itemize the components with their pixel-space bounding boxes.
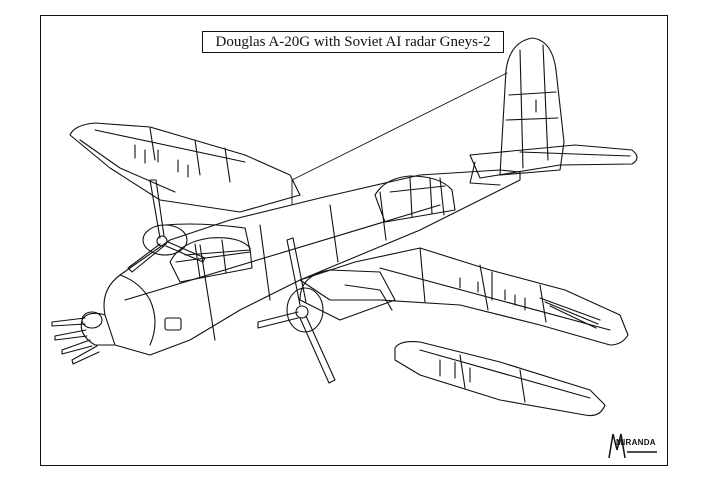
near-wing <box>299 247 629 346</box>
near-wing-antennas <box>459 271 526 311</box>
logo-text: MIRANDA <box>616 438 656 447</box>
fuselage <box>103 169 521 356</box>
nose-section <box>51 311 116 365</box>
cockpit-canopy <box>169 237 253 283</box>
radar-wire-antenna <box>291 72 508 206</box>
left-propeller <box>127 179 206 273</box>
detached-wing-view <box>394 341 606 417</box>
horizontal-stabilizer <box>469 144 638 186</box>
left-engine <box>127 179 251 273</box>
tail-fin <box>499 37 565 176</box>
nose-guns <box>51 317 100 365</box>
right-engine <box>257 237 396 384</box>
miranda-logo-icon <box>608 433 657 459</box>
far-wing <box>69 122 301 213</box>
page-title: Douglas A-20G with Soviet AI radar Gneys… <box>202 31 504 53</box>
right-propeller <box>257 237 336 384</box>
